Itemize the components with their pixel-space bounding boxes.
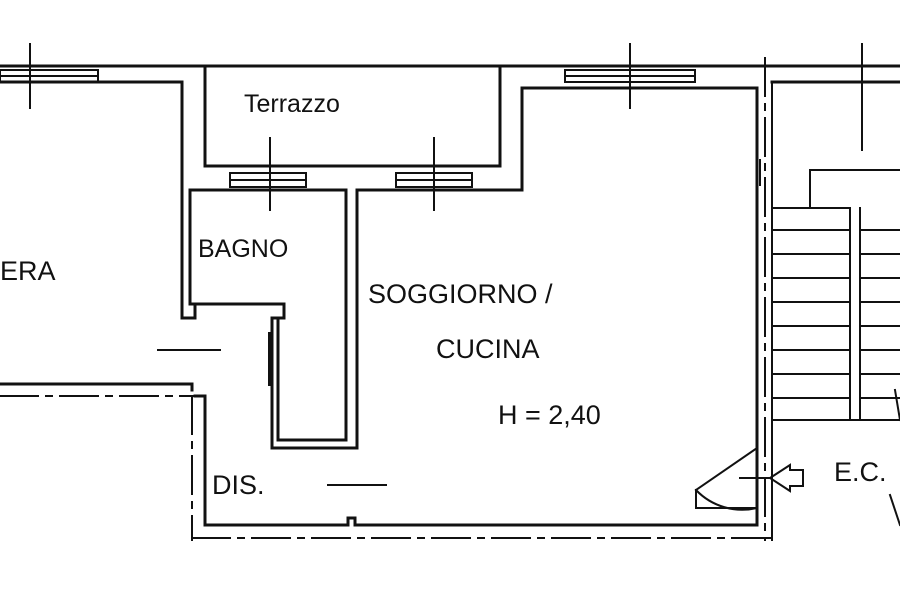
wall-top-right [500, 66, 900, 508]
label-soggiorno: SOGGIORNO / [368, 279, 553, 309]
window-bagno [230, 138, 306, 210]
label-ec: E.C. [834, 457, 887, 487]
window-top-soggiorno [565, 44, 695, 108]
label-camera-partial: ERA [0, 256, 56, 286]
terrazzo-balcony [205, 66, 500, 166]
label-dis: DIS. [212, 470, 265, 500]
label-ceiling-height: H = 2,40 [498, 400, 601, 430]
bagno-walls [182, 82, 522, 448]
entrance-door [696, 448, 770, 510]
stair-boundary [760, 58, 772, 540]
staircase [772, 170, 900, 525]
window-top-left [0, 44, 98, 108]
camera-dis-walls [0, 350, 770, 540]
label-bagno: BAGNO [198, 235, 289, 263]
entrance-arrow-icon [770, 465, 803, 491]
label-cucina: CUCINA [436, 334, 540, 364]
label-terrazzo: Terrazzo [244, 90, 340, 118]
window-terrazzo-soggiorno [396, 138, 472, 210]
